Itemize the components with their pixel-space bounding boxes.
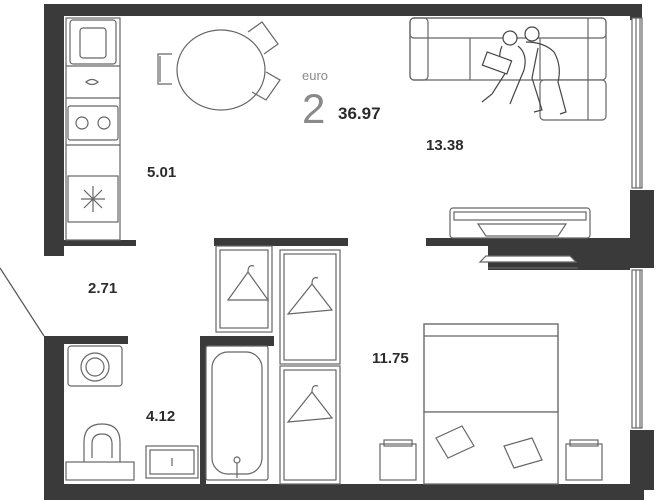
door-swing-icon <box>0 267 45 337</box>
tv-icon <box>449 207 591 269</box>
stove-icon <box>67 105 119 141</box>
washing-machine-icon <box>67 345 123 387</box>
nightstand-icon <box>379 439 603 481</box>
room-count: 2 <box>302 85 326 132</box>
kitchen-area-label: 5.01 <box>147 164 177 181</box>
bedroom-area-label: 11.75 <box>372 350 409 367</box>
total-area: 36.97 <box>338 104 381 123</box>
sink-icon <box>65 445 199 481</box>
bathroom-area-label: 4.12 <box>146 408 176 425</box>
bathtub-icon <box>205 345 269 481</box>
kitchen-counter <box>65 17 121 241</box>
toilet-icon <box>83 423 121 462</box>
window-icon <box>631 17 643 429</box>
hallway-area-label: 2.71 <box>88 280 118 297</box>
hanger-icon <box>226 265 334 423</box>
chair-icon <box>157 21 281 101</box>
pillow-icon <box>435 425 543 469</box>
unit-type-label: euro <box>302 68 329 83</box>
dining-table-icon <box>176 29 266 111</box>
sofa-icon <box>409 17 607 121</box>
people-icon <box>481 26 567 115</box>
fridge-icon <box>67 175 119 223</box>
living-room-area-label: 13.38 <box>426 137 464 154</box>
